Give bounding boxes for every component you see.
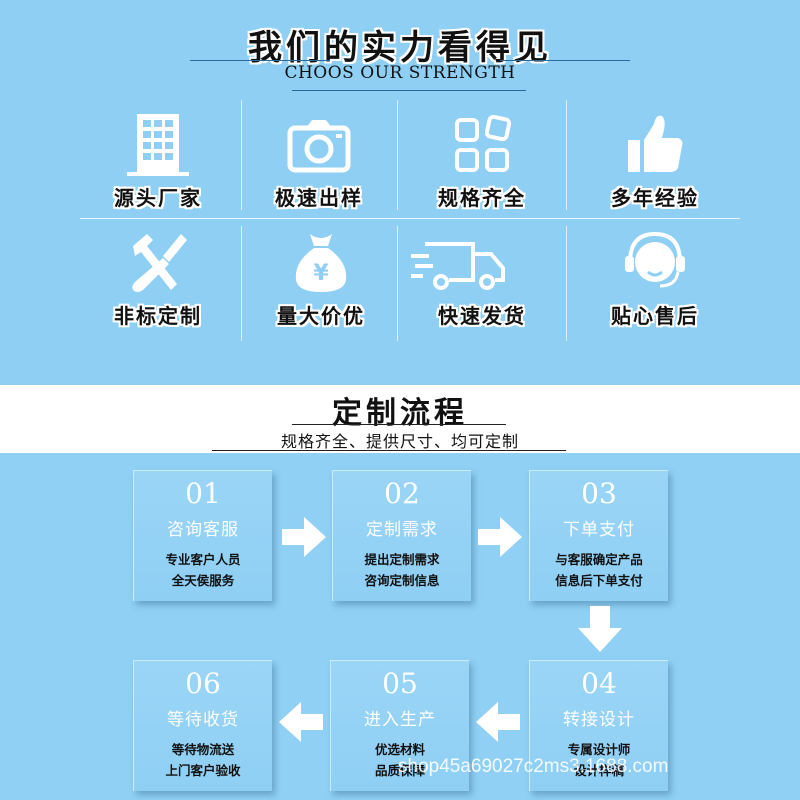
thumbs-up-icon	[628, 115, 683, 172]
step-number: 01	[185, 477, 221, 510]
step-description: 与客服确定产品 信息后下单支付	[530, 549, 668, 591]
feature-bulk-price: ¥ 量大价优	[236, 228, 406, 343]
truck-icon	[411, 242, 505, 290]
step-desc-line: 提出定制需求	[364, 552, 440, 567]
feature-label: 快速发货	[438, 304, 526, 328]
step-number: 06	[185, 667, 221, 700]
process-step-02: 02 定制需求 提出定制需求 咨询定制信息	[332, 470, 471, 601]
page-subtitle: CHOOS OUR STRENGTH	[284, 63, 516, 83]
step-desc-line: 信息后下单支付	[555, 573, 643, 588]
hammer-screwdriver-icon	[132, 234, 187, 292]
step-number: 03	[581, 477, 617, 510]
grid-divider	[566, 100, 567, 210]
feature-factory: 源头厂家	[73, 110, 243, 225]
camera-icon	[287, 120, 351, 173]
title-left-rule	[190, 60, 330, 61]
step-name: 定制需求	[366, 520, 438, 540]
step-name: 转接设计	[563, 710, 635, 730]
watermark: shop45a69027c2ms3.1688.com	[398, 756, 669, 777]
grid-divider	[397, 100, 398, 210]
step-name: 进入生产	[364, 710, 436, 730]
process-step-03: 03 下单支付 与客服确定产品 信息后下单支付	[529, 470, 668, 601]
grid-divider	[397, 226, 398, 341]
arrow-left-icon	[279, 702, 323, 742]
step-description: 优选材料 品质保障	[331, 739, 469, 781]
step-desc-line: 设计样稿	[573, 763, 624, 778]
step-desc-line: 等待物流送	[171, 742, 235, 757]
step-desc-line: 与客服确定产品	[555, 552, 643, 567]
process-title: 定制流程	[332, 396, 468, 431]
process-header-band	[0, 385, 800, 453]
feature-experience: 多年经验	[570, 110, 740, 225]
grid-icon	[455, 114, 512, 172]
grid-divider	[80, 218, 740, 219]
feature-label: 贴心售后	[611, 304, 699, 328]
arrow-left-icon	[476, 702, 520, 742]
step-desc-line: 全天侯服务	[171, 573, 235, 588]
feature-fast-sample: 极速出样	[234, 110, 404, 225]
step-name: 下单支付	[563, 520, 635, 540]
step-desc-line: 专属设计师	[567, 742, 631, 757]
step-number: 02	[384, 477, 420, 510]
headset-icon	[625, 231, 685, 288]
feature-label: 多年经验	[611, 186, 699, 210]
step-desc-line: 咨询定制信息	[364, 573, 440, 588]
step-desc-line: 专业客户人员	[165, 552, 241, 567]
process-title-underline	[292, 424, 506, 425]
grid-divider	[241, 100, 242, 210]
strength-section	[0, 0, 800, 385]
title-right-rule	[500, 60, 630, 61]
step-desc-line: 上门客户验收	[165, 763, 241, 778]
grid-divider	[241, 226, 242, 341]
feature-label: 源头厂家	[114, 186, 202, 210]
feature-label: 非标定制	[114, 304, 202, 328]
process-step-04: 04 转接设计 专属设计师 设计样稿	[529, 660, 668, 791]
step-number: 05	[382, 667, 418, 700]
step-number: 04	[581, 667, 617, 700]
step-name: 等待收货	[167, 710, 239, 730]
process-step-06: 06 等待收货 等待物流送 上门客户验收	[133, 660, 272, 791]
arrow-right-icon	[478, 517, 522, 557]
feature-label: 极速出样	[275, 186, 363, 210]
process-step-05: 05 进入生产 优选材料 品质保障	[330, 660, 469, 791]
feature-label: 规格齐全	[438, 186, 526, 210]
feature-full-specs: 规格齐全	[397, 110, 567, 225]
svg-text:¥: ¥	[313, 261, 329, 286]
step-desc-line: 优选材料	[374, 742, 425, 757]
feature-custom: 非标定制	[73, 228, 243, 343]
process-subtitle-underline	[212, 450, 566, 451]
step-description: 提出定制需求 咨询定制信息	[333, 549, 471, 591]
building-icon	[127, 114, 189, 176]
feature-label: 量大价优	[277, 304, 365, 328]
grid-divider	[566, 226, 567, 341]
money-bag-icon: ¥	[295, 234, 347, 292]
subtitle-underline	[292, 90, 526, 91]
feature-fast-shipping: 快速发货	[397, 228, 567, 343]
process-step-01: 01 咨询客服 专业客户人员 全天侯服务	[133, 470, 272, 601]
step-desc-line: 品质保障	[374, 763, 425, 778]
arrow-right-icon	[282, 517, 326, 557]
page-title: 我们的实力看得见	[248, 28, 552, 68]
process-subtitle: 规格齐全、提供尺寸、均可定制	[280, 432, 519, 451]
step-name: 咨询客服	[167, 520, 239, 540]
feature-after-sales: 贴心售后	[570, 228, 740, 343]
step-description: 等待物流送 上门客户验收	[134, 739, 272, 781]
step-description: 专属设计师 设计样稿	[530, 739, 668, 781]
step-description: 专业客户人员 全天侯服务	[134, 549, 272, 591]
arrow-down-icon	[578, 606, 622, 652]
